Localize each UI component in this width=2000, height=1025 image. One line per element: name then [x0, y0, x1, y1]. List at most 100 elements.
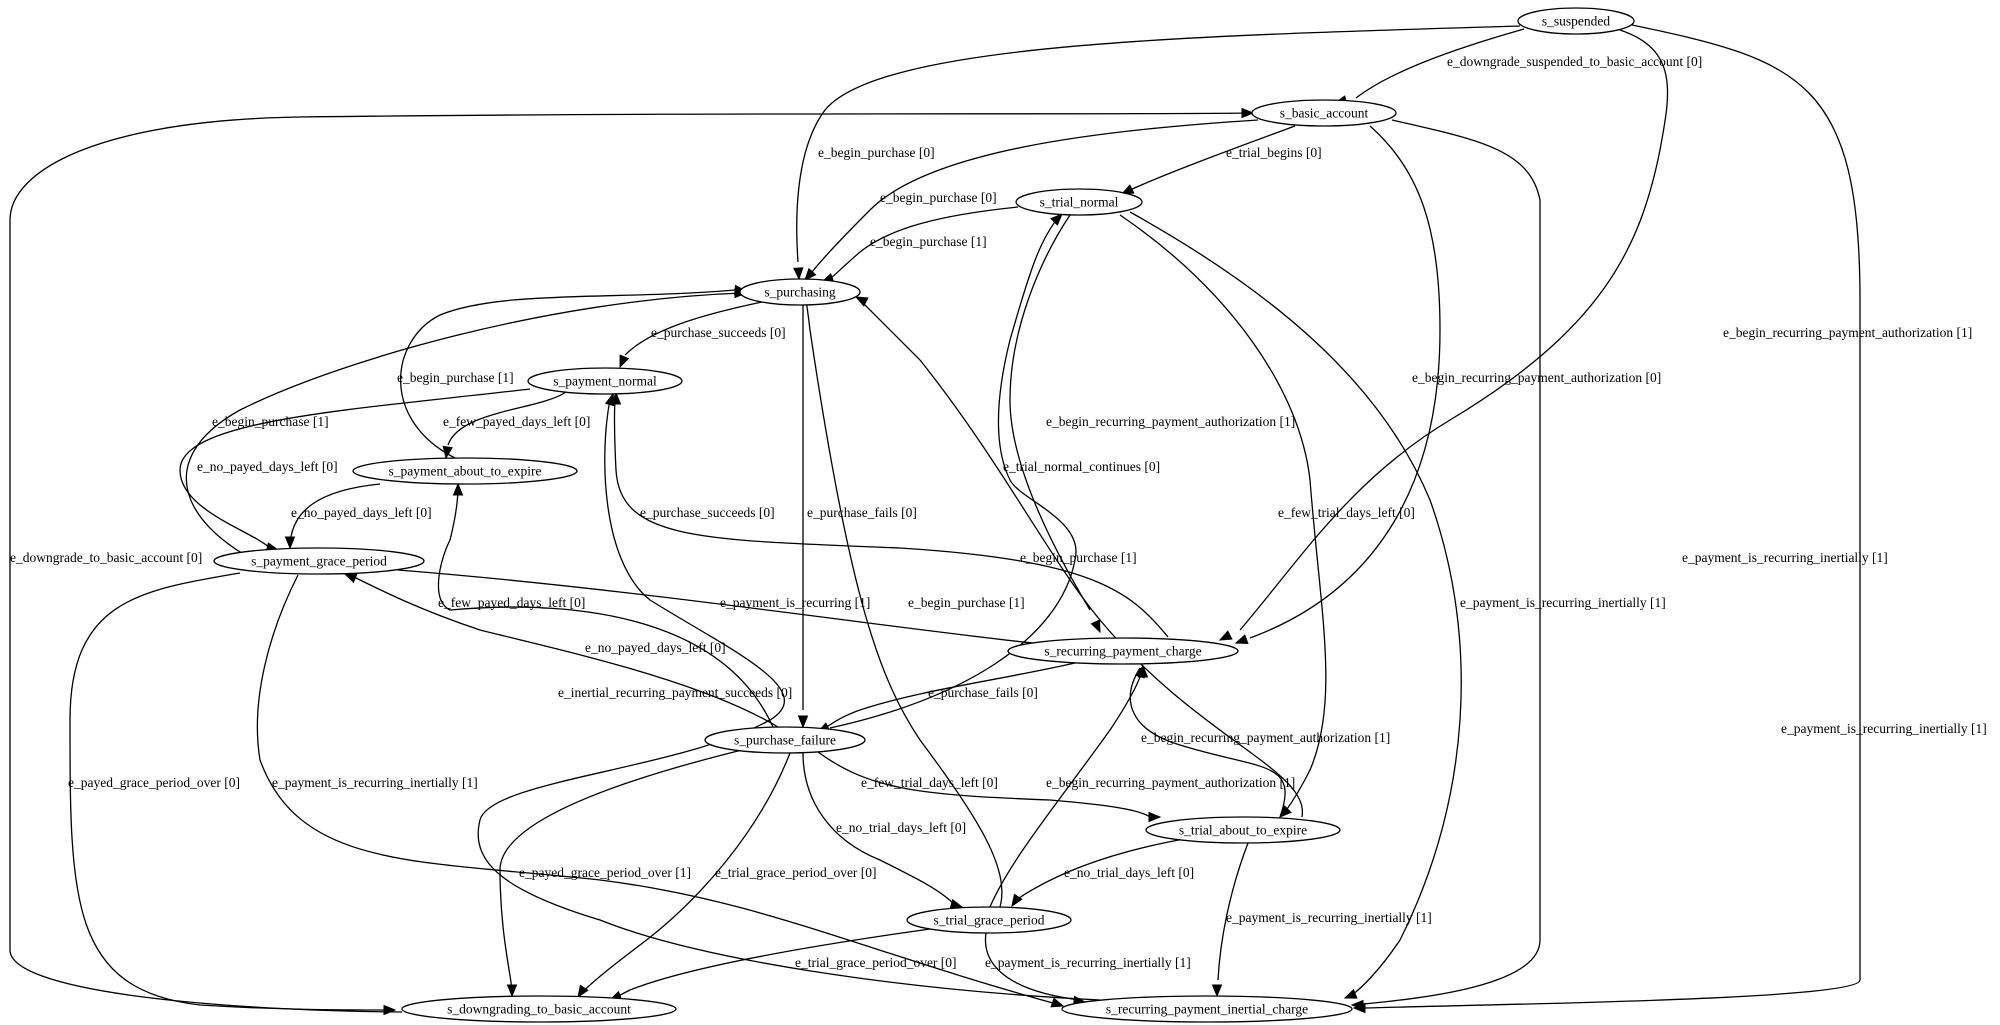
edge-s_trial_about_to_expire-to-s_recurring_payment_charge: e_begin_recurring_payment_authorization …	[1129, 664, 1390, 818]
edge-s_purchase_failure-to-s_trial_about_to_expire: e_few_trial_days_left [0]	[817, 751, 1162, 823]
node-label: s_recurring_payment_inertial_charge	[1106, 1002, 1308, 1017]
edge-label: e_begin_purchase [0]	[880, 190, 997, 205]
edge-label: e_few_payed_days_left [0]	[443, 414, 590, 429]
edge-s_payment_about_to_expire-to-s_purchasing: e_begin_purchase [1]	[397, 284, 748, 459]
edge-label: e_trial_normal_continues [0]	[1003, 459, 1160, 474]
node-s_trial_about_to_expire[interactable]: s_trial_about_to_expire	[1145, 816, 1341, 844]
edge-s_purchasing-to-s_payment_normal: e_purchase_succeeds [0]	[619, 301, 786, 369]
edge-label: e_payed_grace_period_over [0]	[68, 775, 240, 790]
edge-s_payment_about_to_expire-to-s_payment_grace_period: e_no_payed_days_left [0]	[284, 483, 432, 550]
arrowhead	[1050, 997, 1065, 1008]
edge-label: e_begin_recurring_payment_authorization …	[1046, 775, 1295, 790]
edge-line	[1217, 842, 1249, 981]
edge-line	[9, 112, 1251, 1013]
edge-label: e_begin_purchase [1]	[212, 414, 329, 429]
edge-line	[447, 391, 567, 446]
node-ellipse	[527, 367, 683, 395]
arrowhead	[1090, 619, 1101, 634]
arrowhead	[1218, 630, 1233, 641]
node-ellipse	[213, 547, 425, 575]
edge-label: e_payment_is_recurring [1]	[720, 595, 870, 610]
arrowhead	[604, 392, 615, 407]
node-label: s_purchasing	[764, 285, 835, 300]
edge-label: e_begin_purchase [0]	[818, 145, 935, 160]
edge-label: e_inertial_recurring_payment_succeeds [0…	[558, 685, 792, 700]
node-ellipse	[401, 995, 677, 1023]
node-s_purchasing[interactable]: s_purchasing	[739, 278, 861, 306]
edge-s_payment_normal-to-s_payment_about_to_expire: e_few_payed_days_left [0]	[442, 391, 590, 460]
edge-line	[817, 751, 1151, 818]
edge-line	[179, 388, 531, 549]
node-s_payment_grace_period[interactable]: s_payment_grace_period	[213, 547, 425, 575]
arrowhead	[804, 267, 817, 281]
edge-label: e_purchase_succeeds [0]	[640, 505, 775, 520]
arrowhead	[949, 898, 964, 909]
edge-line	[796, 25, 1521, 263]
node-ellipse	[1061, 995, 1353, 1023]
edge-line	[829, 206, 1019, 280]
edge-line	[1239, 29, 1669, 631]
edge-s_purchasing-to-s_purchase_failure: e_purchase_fails [0]	[797, 305, 917, 729]
edge-line	[397, 569, 1061, 647]
edge-label: e_no_payed_days_left [0]	[585, 640, 726, 655]
edge-label: e_payment_is_recurring_inertially [1]	[985, 955, 1191, 970]
arrowhead	[1343, 988, 1358, 999]
edge-s_trial_about_to_expire-to-s_recurring_payment_inertial_charge: e_payment_is_recurring_inertially [1]	[1211, 842, 1432, 998]
arrowhead	[1241, 107, 1255, 119]
edge-line	[1129, 211, 1462, 997]
edge-label: e_payment_is_recurring_inertially [1]	[272, 775, 478, 790]
node-s_recurring_payment_inertial_charge[interactable]: s_recurring_payment_inertial_charge	[1061, 995, 1353, 1023]
edge-line	[1129, 125, 1296, 191]
edge-s_purchase_failure-to-s_trial_normal: e_trial_normal_continues [0]	[829, 213, 1160, 729]
edge-line	[400, 289, 736, 459]
edge-line	[499, 749, 743, 991]
edge-s_basic_account-to-s_trial_normal: e_trial_begins [0]	[1120, 125, 1322, 195]
edge-line	[989, 667, 1144, 908]
edge-s_purchase_failure-to-s_payment_grace_period: e_no_payed_days_left [0]	[343, 573, 779, 728]
edge-s_payment_grace_period-to-s_recurring_payment_inertial_charge: e_payment_is_recurring_inertially [1]	[256, 574, 1065, 1008]
node-s_trial_normal[interactable]: s_trial_normal	[1015, 188, 1143, 216]
arrowhead	[619, 354, 630, 369]
node-s_suspended[interactable]: s_suspended	[1517, 7, 1635, 35]
node-s_payment_normal[interactable]: s_payment_normal	[527, 367, 683, 395]
edge-s_trial_about_to_expire-to-s_purchasing: e_begin_purchase [1]	[854, 296, 1303, 818]
edge-label: e_begin_purchase [1]	[870, 234, 987, 249]
node-ellipse	[1145, 816, 1341, 844]
edge-line	[829, 217, 1077, 729]
edge-label: e_few_trial_days_left [0]	[861, 775, 998, 790]
arrowhead	[1137, 664, 1149, 678]
edge-s_trial_about_to_expire-to-s_trial_grace_period: e_no_trial_days_left [0]	[1011, 837, 1194, 908]
edge-label: e_no_trial_days_left [0]	[1064, 865, 1194, 880]
node-s_downgrading_to_basic_account[interactable]: s_downgrading_to_basic_account	[401, 995, 677, 1023]
node-label: s_trial_normal	[1040, 195, 1119, 210]
edge-line	[69, 572, 394, 1011]
node-s_trial_grace_period[interactable]: s_trial_grace_period	[906, 906, 1072, 934]
edge-line	[349, 574, 779, 728]
edge-label: e_purchase_fails [0]	[807, 505, 917, 520]
node-s_payment_about_to_expire[interactable]: s_payment_about_to_expire	[352, 457, 578, 485]
edge-label: e_payment_is_recurring_inertially [1]	[1781, 721, 1987, 736]
node-s_recurring_payment_charge[interactable]: s_recurring_payment_charge	[1007, 637, 1239, 665]
arrowhead	[284, 536, 296, 550]
node-label: s_suspended	[1542, 14, 1610, 29]
edge-line	[1015, 837, 1191, 901]
edge-line	[1009, 214, 1091, 611]
edge-s_purchase_failure-to-s_downgrading_to_basic_account: e_payed_grace_period_over [1]	[499, 749, 743, 998]
edge-label: e_begin_recurring_payment_authorization …	[1723, 325, 1972, 340]
edge-label: e_begin_recurring_payment_authorization …	[1412, 370, 1661, 385]
edge-label: e_no_payed_days_left [0]	[197, 459, 338, 474]
arrowhead	[343, 573, 358, 584]
edge-label: e_trial_grace_period_over [0]	[715, 865, 877, 880]
edge-label: e_payment_is_recurring_inertially [1]	[1460, 595, 1666, 610]
node-label: s_purchase_failure	[734, 733, 836, 748]
node-label: s_basic_account	[1280, 106, 1369, 121]
node-s_basic_account[interactable]: s_basic_account	[1251, 99, 1397, 127]
node-label: s_trial_about_to_expire	[1179, 823, 1307, 838]
node-label: s_payment_normal	[553, 374, 657, 389]
edge-line	[821, 662, 1076, 731]
edge-label: e_purchase_fails [0]	[928, 685, 1038, 700]
edge-label: e_begin_purchase [1]	[397, 370, 514, 385]
arrowhead	[793, 267, 804, 281]
node-s_purchase_failure[interactable]: s_purchase_failure	[704, 726, 866, 754]
edge-line	[613, 394, 1169, 638]
